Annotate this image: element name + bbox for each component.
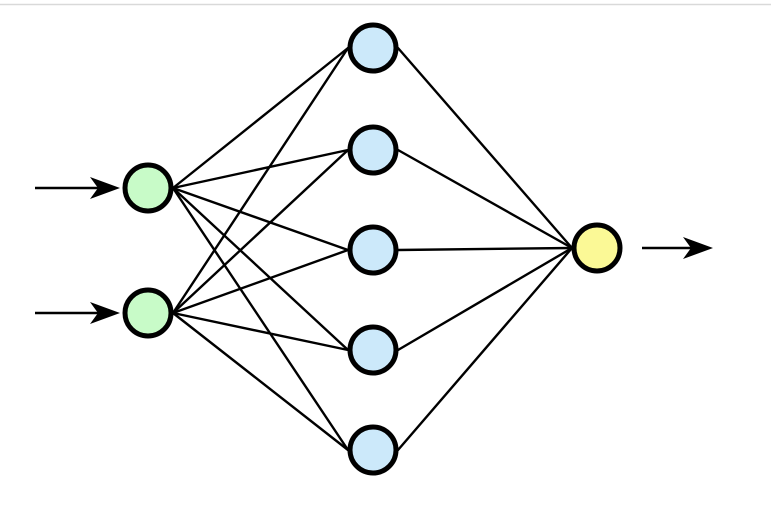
edge-input-1-hidden-1	[171, 46, 350, 190]
hidden-3-node	[347, 224, 399, 276]
hidden-4-node	[347, 324, 399, 376]
output-1-node	[571, 222, 623, 274]
edge-input-2-hidden-2	[171, 148, 350, 315]
input-arrow-2-head	[90, 302, 120, 324]
edge-hidden-3-output-1	[396, 246, 574, 252]
edge-input-1-hidden-5	[171, 186, 350, 452]
edge-hidden-1-output-1	[396, 46, 574, 250]
hidden-1-node	[347, 22, 399, 74]
edge-input-2-hidden-1	[171, 46, 350, 315]
edge-input-1-hidden-3	[171, 186, 350, 252]
edge-input-1-hidden-2	[171, 148, 350, 190]
hidden-2-node	[347, 124, 399, 176]
hidden-5-node	[347, 424, 399, 476]
edge-input-2-hidden-4	[171, 311, 350, 352]
edge-input-1-hidden-4	[171, 186, 350, 352]
output-arrow-1-head	[683, 237, 713, 259]
input-arrow-1-head	[90, 177, 120, 199]
edge-input-2-hidden-3	[171, 248, 350, 315]
edge-hidden-4-output-1	[396, 246, 574, 352]
edge-input-2-hidden-5	[171, 311, 350, 452]
input-1-node	[122, 162, 174, 214]
edge-hidden-5-output-1	[396, 246, 574, 452]
edge-hidden-2-output-1	[396, 148, 574, 250]
input-2-node	[122, 287, 174, 339]
